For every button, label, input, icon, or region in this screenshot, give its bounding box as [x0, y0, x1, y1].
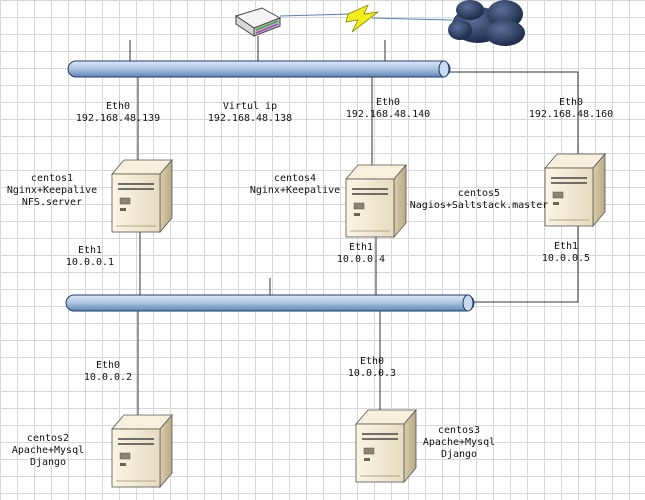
centos2-host-label: centos2 Apache+Mysql Django [11, 433, 85, 468]
centos5-eth1-label: Eth1 10.0.0.5 [541, 241, 591, 264]
server-icon [111, 414, 173, 488]
centos5-eth0-label: Eth0 192.168.48.160 [528, 97, 614, 120]
centos2-eth0-label: Eth0 10.0.0.2 [83, 360, 133, 383]
centos3-host-label: centos3 Apache+Mysql Django [422, 425, 496, 460]
centos1-host-label: centos1 Nginx+Keepalive NFS.server [6, 173, 98, 208]
server-icon [111, 159, 173, 233]
public-network-bus [67, 60, 451, 78]
centos1-eth1-label: Eth1 10.0.0.1 [65, 245, 115, 268]
private-network-bus [65, 294, 475, 312]
centos4-host-label: centos4 Nginx+Keepalive [249, 173, 341, 196]
lightning-icon [345, 4, 380, 33]
centos1-eth0-label: Eth0 192.168.48.139 [75, 101, 161, 124]
centos5-host-label: centos5 Nagios+Saltstack.master [409, 188, 549, 211]
cloud-icon [448, 0, 525, 46]
router-icon [234, 7, 282, 37]
server-icon [544, 153, 606, 227]
centos4-eth1-label: Eth1 10.0.0.4 [336, 242, 386, 265]
server-icon [355, 409, 417, 483]
server-icon [345, 164, 407, 238]
centos4-eth0-label: Eth0 192.168.48.140 [345, 97, 431, 120]
centos3-eth0-label: Eth0 10.0.0.3 [347, 356, 397, 379]
virtual-ip-label: Virtul ip 192.168.48.138 [207, 101, 293, 124]
